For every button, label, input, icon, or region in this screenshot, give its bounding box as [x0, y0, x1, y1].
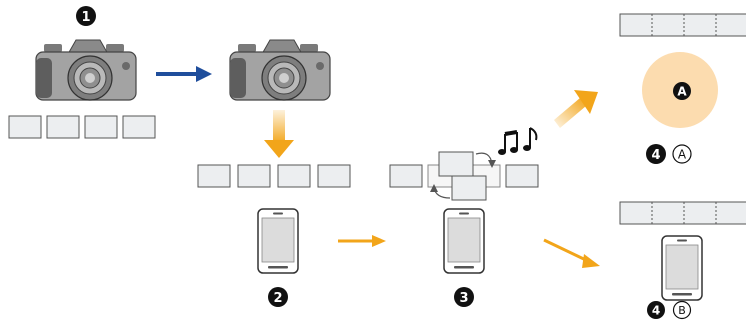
thumbnail	[238, 165, 270, 187]
thumbnail	[47, 116, 79, 138]
step2-marker: 2	[268, 287, 288, 307]
step3-marker: 3	[454, 287, 474, 307]
smartphone-icon	[258, 209, 298, 273]
thumbnail	[506, 165, 538, 187]
smartphone-icon	[444, 209, 484, 273]
step1-marker: 1	[76, 6, 96, 26]
photo-thumbnails-step1	[9, 116, 155, 138]
thumbnail	[85, 116, 117, 138]
step4b-marker: 4 B	[647, 301, 691, 319]
display-circle-a: A	[642, 52, 718, 128]
film-strip-bottom	[620, 202, 746, 224]
camera-icon	[230, 40, 330, 100]
circle-a-label: A	[677, 85, 687, 99]
step4b-number: 4	[652, 304, 660, 318]
step1-number: 1	[81, 10, 90, 25]
thumbnail	[123, 116, 155, 138]
camera-icon	[36, 40, 136, 100]
thumbnail-moving	[452, 176, 486, 200]
film-strip-top	[620, 14, 746, 36]
download-arrow	[264, 110, 294, 158]
music-note-icon	[498, 128, 536, 155]
share-arrow-right	[338, 235, 386, 247]
thumbnail-moving	[439, 152, 473, 176]
thumbnail	[390, 165, 422, 187]
step4a-marker: 4 A	[646, 144, 691, 164]
thumbnail	[278, 165, 310, 187]
thumbnail	[9, 116, 41, 138]
photo-thumbnails-step2	[198, 165, 350, 187]
step4a-number: 4	[651, 148, 660, 163]
photo-thumbnails-step3	[390, 152, 538, 200]
transfer-arrow-right	[156, 66, 212, 82]
step3-number: 3	[459, 291, 468, 306]
output-arrow-down	[544, 240, 600, 268]
output-arrow-up	[554, 90, 598, 128]
step4b-letter: B	[678, 304, 686, 317]
step2-number: 2	[273, 291, 282, 306]
thumbnail	[198, 165, 230, 187]
smartphone-icon	[662, 236, 702, 300]
step4a-letter: A	[678, 148, 687, 162]
thumbnail	[318, 165, 350, 187]
